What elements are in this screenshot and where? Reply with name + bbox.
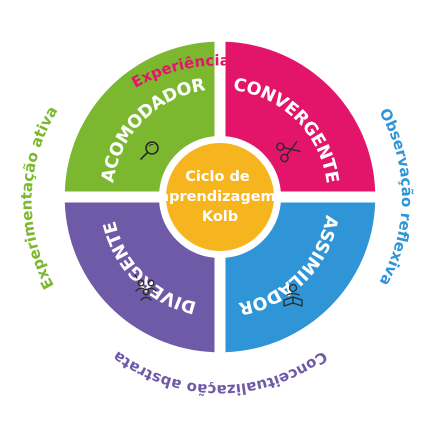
center-circle: [166, 143, 274, 251]
scissors-icon: [276, 141, 301, 163]
stage-label-observacao-reflexiva: Observação reflexiva: [376, 105, 416, 289]
center-title-line-1: Ciclo de: [185, 169, 250, 185]
quadrant-convergente: [225, 41, 376, 192]
magnifier-icon: [140, 141, 159, 160]
quadrant-assimilador: [225, 202, 376, 353]
center-title-line-2: aprendizagem: [159, 189, 275, 205]
people-group-icon: [134, 274, 157, 301]
reading-person-icon: [283, 283, 303, 307]
quadrant-acomodador: [64, 41, 215, 192]
center-title: Ciclo de aprendizagem Kolb: [159, 169, 280, 225]
quadrant-divergente: [64, 202, 215, 353]
center-title-line-3: Kolb: [202, 209, 238, 225]
stage-label-conceitualizacao-abstrata: Conceitualização abstrata: [109, 348, 330, 400]
stage-label-experimentacao-ativa: Experimentação ativa: [18, 103, 62, 292]
